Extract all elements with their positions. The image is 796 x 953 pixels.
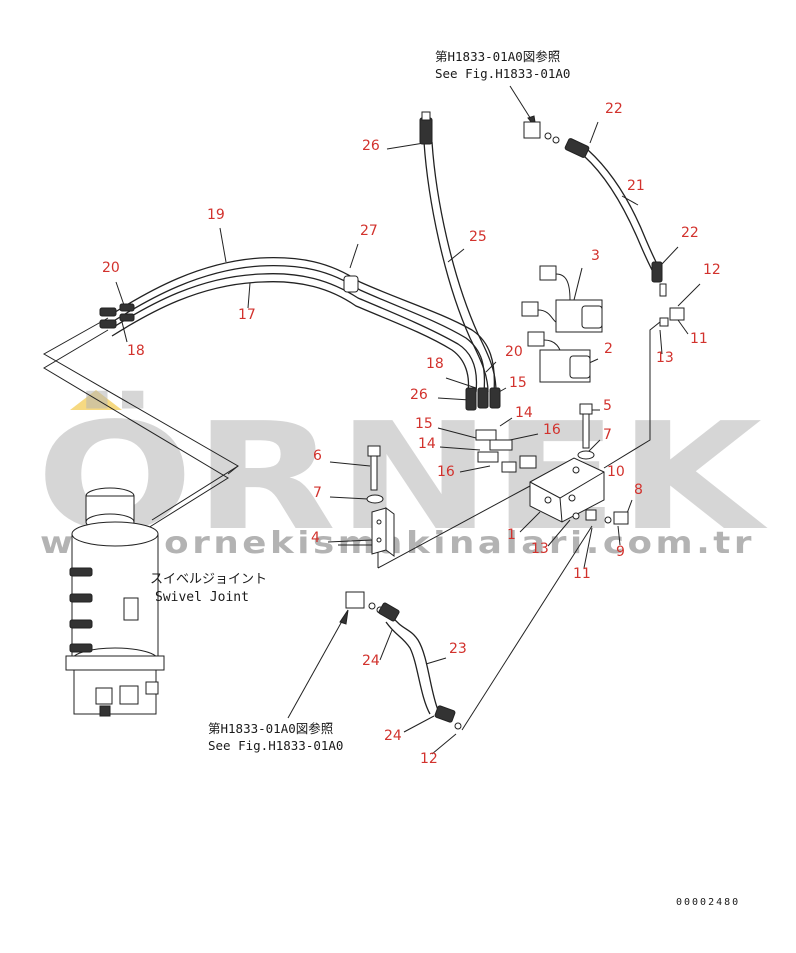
- callout-16a: 16: [543, 422, 561, 438]
- callout-3: 3: [591, 248, 600, 264]
- reference-top-en: See Fig.H1833-01A0: [435, 66, 570, 81]
- callout-16b: 16: [437, 464, 455, 480]
- callout-26a: 26: [362, 138, 380, 154]
- callout-10: 10: [607, 464, 625, 480]
- fittings-right: [572, 509, 629, 525]
- callout-1: 1: [507, 527, 516, 543]
- hose-23: [391, 615, 439, 711]
- bracket-4: [371, 507, 395, 557]
- reference-bottom-en: See Fig.H1833-01A0: [208, 738, 343, 753]
- swivel-joint-label-jp: スイベルジョイント: [150, 572, 267, 587]
- callout-9: 9: [616, 544, 625, 560]
- reference-bottom: 第H1833-01A0図参照 See Fig.H1833-01A0: [208, 721, 343, 753]
- callout-22b: 22: [681, 225, 699, 241]
- callout-21: 21: [627, 178, 645, 194]
- fittings: [99, 111, 685, 730]
- reference-top-jp: 第H1833-01A0図参照: [435, 49, 560, 64]
- callout-18b: 18: [426, 356, 444, 372]
- callout-25: 25: [469, 229, 487, 245]
- callout-5: 5: [603, 398, 612, 414]
- callout-7b: 7: [313, 485, 322, 501]
- callout-20b: 20: [505, 344, 523, 360]
- solenoid-valve-2: [527, 331, 591, 383]
- callout-15a: 15: [509, 375, 527, 391]
- drawing-code: 00002480: [676, 897, 740, 908]
- callout-4: 4: [311, 530, 320, 546]
- callout-15b: 15: [415, 416, 433, 432]
- callout-13b: 13: [531, 541, 549, 557]
- callout-20a: 20: [102, 260, 120, 276]
- leader-lines: [42, 85, 701, 755]
- callout-12a: 12: [703, 262, 721, 278]
- callout-11b: 11: [573, 566, 591, 582]
- bolts-washers: [366, 403, 595, 504]
- callout-24b: 24: [384, 728, 402, 744]
- solenoid-valve-3: [521, 265, 603, 333]
- callout-22a: 22: [605, 101, 623, 117]
- valve-block-1: [501, 455, 605, 523]
- callout-6: 6: [313, 448, 322, 464]
- reference-top: 第H1833-01A0図参照 See Fig.H1833-01A0: [435, 49, 570, 81]
- callout-13a: 13: [656, 350, 674, 366]
- callout-23: 23: [449, 641, 467, 657]
- callout-26b: 26: [410, 387, 428, 403]
- callout-11a: 11: [690, 331, 708, 347]
- callout-24a: 24: [362, 653, 380, 669]
- swivel-joint: [65, 487, 165, 717]
- callout-2: 2: [604, 341, 613, 357]
- callout-12b: 12: [420, 751, 438, 767]
- callout-27: 27: [360, 223, 378, 239]
- callout-17: 17: [238, 307, 256, 323]
- watermark-logo-accent: [70, 390, 122, 410]
- callout-14b: 14: [418, 436, 436, 452]
- hose-21: [587, 149, 659, 267]
- callout-8: 8: [634, 482, 643, 498]
- hose-25: [423, 141, 489, 393]
- watermark-url: www.ornekismakinalari.com.tr: [40, 526, 755, 561]
- callout-7a: 7: [603, 427, 612, 443]
- swivel-joint-label-en: Swivel Joint: [155, 590, 249, 605]
- callout-19: 19: [207, 207, 225, 223]
- callout-18a: 18: [127, 343, 145, 359]
- callout-14a: 14: [515, 405, 533, 421]
- reference-bottom-jp: 第H1833-01A0図参照: [208, 721, 333, 736]
- swivel-joint-label: スイベルジョイント Swivel Joint: [150, 572, 267, 605]
